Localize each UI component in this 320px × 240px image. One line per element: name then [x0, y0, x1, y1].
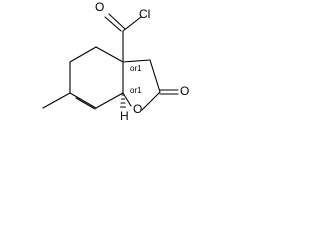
bond-c3a-c4 [95, 46, 124, 63]
bond-c4-c5 [69, 46, 97, 63]
bond-c3-c2 [149, 59, 161, 93]
stereo-label-upper: or1 [130, 64, 142, 73]
hydrogen-label: H [120, 109, 129, 123]
acyl-oxygen-label: O [95, 0, 104, 14]
bond-c6-c7 [69, 92, 97, 109]
lactone-carbonyl-oxygen-label: O [180, 84, 189, 98]
molecule-svg: Cl O O O H or1 or1 [42, 0, 189, 123]
chlorine-label: Cl [139, 7, 150, 21]
bond-c2-o1 [141, 91, 161, 111]
bond-c6-c7-inner [75, 97, 96, 110]
stereo-label-lower: or1 [130, 86, 142, 95]
bond-c7-c7a [95, 92, 124, 109]
ring-oxygen-label: O [133, 102, 142, 116]
bond-c3a-c3 [122, 59, 151, 63]
bond-acyl-o-double-2 [108, 13, 126, 30]
bond-acyl-o-double-1 [104, 16, 122, 32]
bond-acyl-cl [122, 16, 142, 32]
structure-diagram: Cl O O O H or1 or1 [0, 0, 218, 160]
hash-wedge-h [119, 94, 127, 108]
bond-methyl [42, 92, 71, 109]
